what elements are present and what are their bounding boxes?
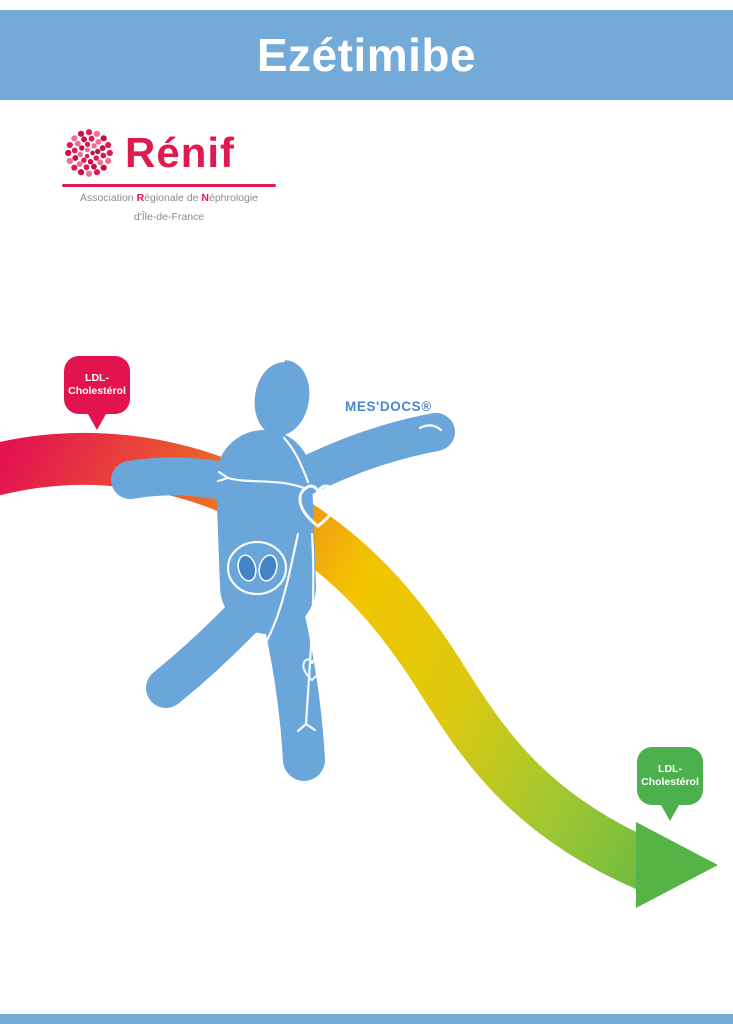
page-title: Ezétimibe <box>256 29 477 81</box>
ldl-cholesterol-pin-low: LDL- Cholestérol <box>637 747 703 805</box>
logo-underline-divider <box>62 184 276 187</box>
footer-bar <box>0 1014 733 1024</box>
subtitle-seg: Association <box>79 192 137 204</box>
mesdocs-label: MES'DOCS® <box>345 399 432 414</box>
renif-logo: Rénif Association Régionale de Néphrolog… <box>62 126 276 224</box>
artery-down-left <box>240 532 300 676</box>
dotted-ring-logo-icon <box>65 129 113 177</box>
subtitle-seg: éphrologie <box>208 192 259 204</box>
small-heart-icon <box>302 658 322 682</box>
kidneys-icon <box>237 554 278 582</box>
right-arm <box>275 413 455 501</box>
heart-icon <box>298 484 338 528</box>
ldl-cholesterol-pin-high: LDL- Cholestérol <box>64 356 130 414</box>
artery-neck <box>282 436 310 484</box>
artery-left <box>226 476 306 490</box>
organs-overlay <box>216 359 443 733</box>
left-leg <box>146 592 268 708</box>
logo-subtitle-line2: d'Île-de-France <box>62 211 276 225</box>
green-arrowhead-icon <box>636 822 718 908</box>
subtitle-accent-r: R <box>136 192 145 204</box>
subtitle-seg: égionale de <box>144 192 202 204</box>
kidney-outline <box>226 540 288 596</box>
ldl-flow-illustration <box>0 359 718 908</box>
head-glint <box>260 359 286 376</box>
header-banner: Ezétimibe <box>0 10 733 100</box>
left-arm <box>111 457 271 507</box>
hand-glint <box>418 424 443 432</box>
pin-line1: LDL- <box>85 371 109 384</box>
logo-row: Rénif <box>62 126 276 180</box>
subtitle-accent-n: N <box>201 192 209 204</box>
subtitle-seg: d'Île-de-France <box>133 210 205 223</box>
pin-line2: Cholestérol <box>68 385 126 397</box>
artery-down-right <box>304 532 315 726</box>
logo-name: Rénif <box>125 129 235 176</box>
pin-line1: LDL- <box>658 762 682 775</box>
logo-subtitle-line1: Association Régionale de Néphrologie <box>62 192 276 206</box>
right-leg <box>263 597 325 781</box>
pin-line2: Cholestérol <box>641 776 699 788</box>
